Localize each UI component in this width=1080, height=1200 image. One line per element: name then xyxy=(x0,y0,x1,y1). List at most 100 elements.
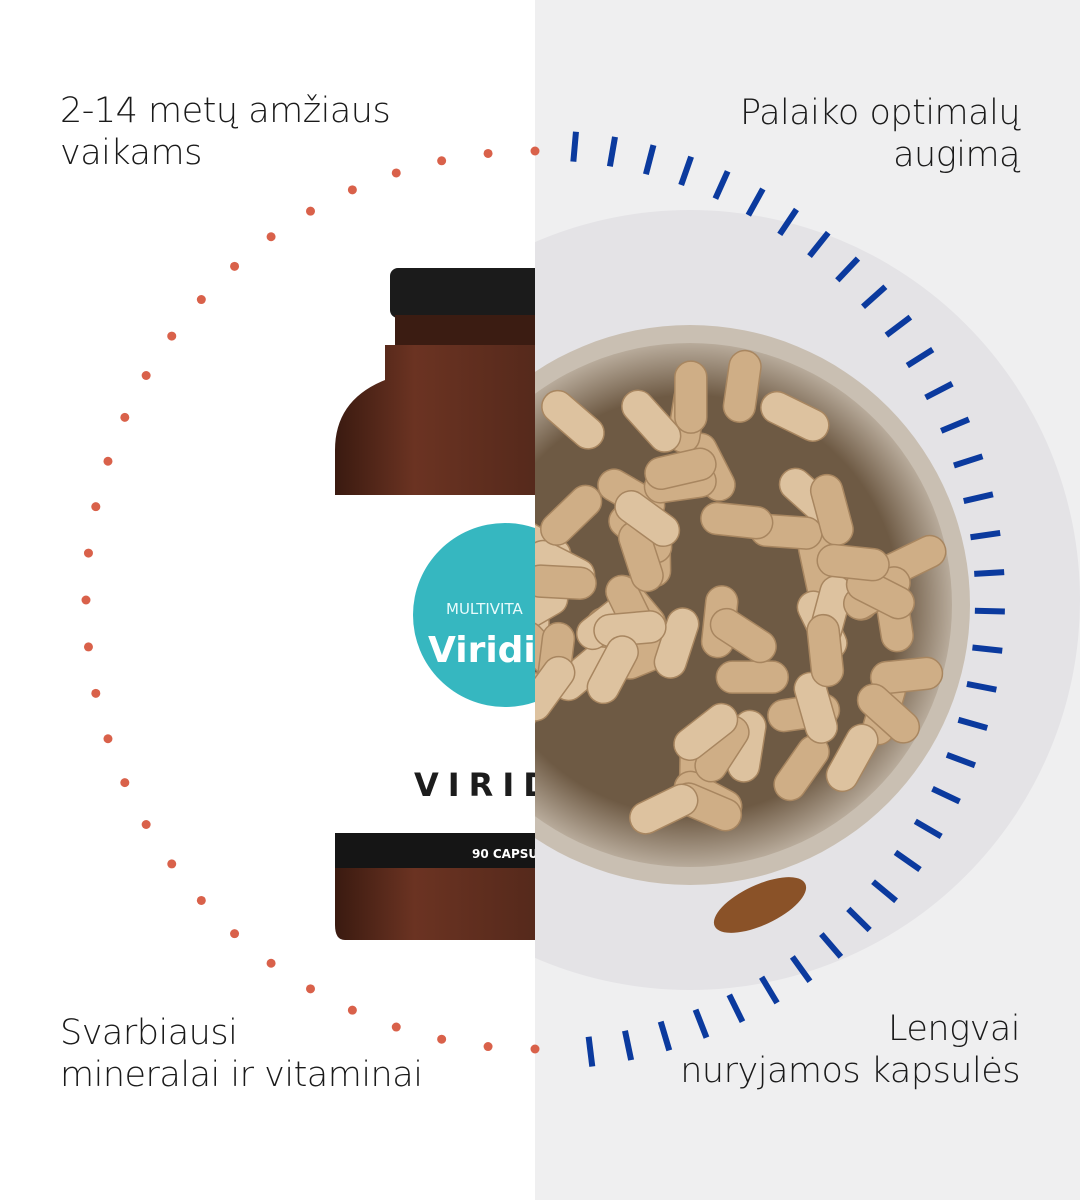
arc-tick xyxy=(940,416,971,434)
capsule xyxy=(700,501,774,540)
arc-dot xyxy=(167,859,177,869)
arc-tick xyxy=(643,144,657,175)
feature-minerals-line2: mineralai ir vitaminai xyxy=(60,1055,423,1095)
arc-dot xyxy=(230,261,240,271)
capsule xyxy=(541,389,605,450)
arc-dot xyxy=(391,168,401,178)
arc-dot xyxy=(530,146,540,156)
arc-dot xyxy=(167,331,177,341)
arc-dot xyxy=(91,688,101,698)
arc-tick xyxy=(835,256,861,283)
arc-tick xyxy=(871,879,899,904)
arc-dot xyxy=(306,206,315,216)
arc-dot xyxy=(81,595,91,605)
arc-dot xyxy=(141,820,151,829)
arc-tick xyxy=(924,381,954,401)
arc-dot xyxy=(83,548,93,558)
arc-tick xyxy=(963,491,994,504)
label-multivita: MULTIVITA xyxy=(446,600,523,618)
product-bottle: MULTIVITA Viridi VIRID 90 CAPSU xyxy=(335,268,559,940)
capsule xyxy=(709,607,777,664)
feature-minerals-line1: Svarbiausi xyxy=(60,1013,238,1053)
capsule xyxy=(614,490,681,548)
label-capsule-count: 90 CAPSU xyxy=(472,847,538,861)
arc-tick xyxy=(953,453,984,469)
capsule xyxy=(540,484,603,546)
feature-age-line2: vaikams xyxy=(60,133,202,173)
label-viridi: Viridi xyxy=(428,630,536,671)
capsule xyxy=(673,702,739,761)
capsule xyxy=(760,390,830,442)
arc-tick xyxy=(893,849,922,873)
tick-arc xyxy=(570,131,1005,1067)
arc-dot xyxy=(141,371,151,380)
arc-tick xyxy=(861,284,888,309)
arc-dot xyxy=(530,1044,540,1054)
arc-tick xyxy=(726,993,746,1024)
arc-tick xyxy=(970,529,1001,541)
feature-capsules: Lengvai nuryjamos kapsulės xyxy=(680,1008,1020,1092)
feature-growth: Palaiko optimalų augimą xyxy=(740,92,1020,176)
arc-tick xyxy=(678,155,694,186)
arc-tick xyxy=(789,955,813,983)
arc-dot xyxy=(347,185,357,195)
capsule xyxy=(806,613,845,688)
arc-dot xyxy=(196,295,206,305)
capsule xyxy=(816,543,890,582)
feature-growth-line2: augimą xyxy=(893,135,1020,175)
arc-tick xyxy=(974,607,1005,615)
capsule xyxy=(674,360,708,434)
arc-dot xyxy=(266,232,276,242)
arc-tick xyxy=(585,1036,596,1067)
arc-tick xyxy=(759,975,780,1005)
feature-capsules-line1: Lengvai xyxy=(888,1009,1020,1049)
capsule xyxy=(715,660,790,694)
arc-dot xyxy=(483,148,493,158)
arc-dot xyxy=(266,958,276,968)
arc-dot xyxy=(196,895,206,905)
arc-dot xyxy=(120,778,130,788)
capsule xyxy=(793,671,839,744)
arc-dot xyxy=(103,456,113,466)
arc-dot xyxy=(347,1005,357,1015)
arc-dot xyxy=(83,642,93,652)
arc-tick xyxy=(966,681,997,693)
arc-dot xyxy=(391,1022,401,1032)
capsule xyxy=(825,723,879,793)
arc-dot xyxy=(437,1034,447,1044)
arc-tick xyxy=(692,1008,710,1039)
feature-growth-line1: Palaiko optimalų xyxy=(740,93,1020,133)
arc-dot xyxy=(483,1042,493,1052)
arc-tick xyxy=(905,347,935,369)
capsule xyxy=(629,783,699,835)
arc-tick xyxy=(807,230,831,259)
arc-tick xyxy=(745,187,766,217)
arc-tick xyxy=(622,1030,635,1061)
capsule xyxy=(722,349,762,423)
feature-age: 2-14 metų amžiaus vaikams xyxy=(60,90,391,174)
arc-tick xyxy=(972,644,1003,654)
arc-tick xyxy=(657,1020,673,1052)
feature-minerals: Svarbiausi mineralai ir vitaminai xyxy=(60,1012,423,1096)
arc-tick xyxy=(931,786,961,805)
arc-dot xyxy=(306,984,315,994)
arc-tick xyxy=(884,314,913,338)
capsule xyxy=(535,655,576,722)
arc-dot xyxy=(120,412,130,422)
arc-dot xyxy=(437,156,447,166)
arc-tick xyxy=(945,752,977,769)
arc-dot xyxy=(103,734,113,744)
label-brand: VIRID xyxy=(414,766,559,804)
capsule xyxy=(586,635,639,705)
capsule xyxy=(869,656,944,695)
arc-tick xyxy=(819,932,844,959)
arc-tick xyxy=(712,170,731,200)
arc-tick xyxy=(570,131,579,162)
capsule xyxy=(644,447,717,491)
capsule xyxy=(535,564,597,600)
arc-tick xyxy=(913,818,943,840)
arc-tick xyxy=(606,136,618,167)
feature-capsules-line2: nuryjamos kapsulės xyxy=(680,1051,1020,1091)
arc-dot xyxy=(230,929,240,939)
